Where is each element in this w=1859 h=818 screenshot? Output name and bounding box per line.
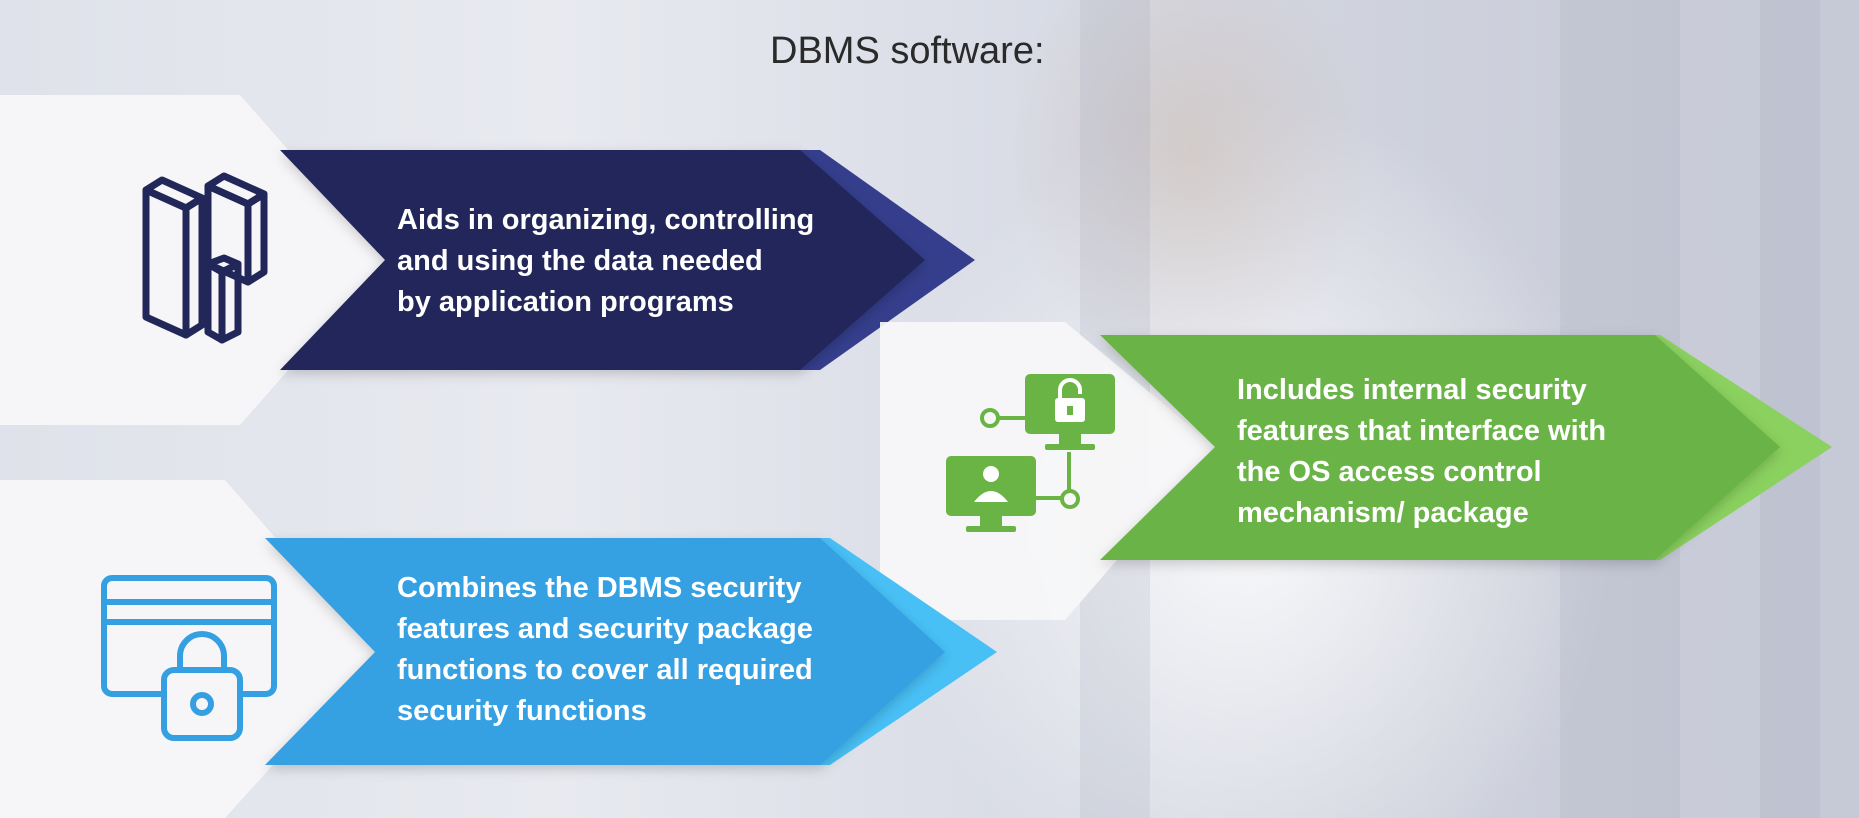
- card-3-banner: [265, 538, 945, 765]
- card-lock-icon: [101, 575, 277, 741]
- card-2-banner: [1100, 335, 1780, 560]
- card-1-banner: [280, 150, 925, 370]
- server-blocks-icon: [142, 172, 268, 344]
- card-3-white-chevron: [0, 480, 375, 818]
- network-computers-lock-icon: [946, 374, 1115, 532]
- card-1-white-chevron: [0, 95, 385, 425]
- card-1-text: Aids in organizing, controlling and usin…: [397, 204, 815, 318]
- card-2-text: Includes internal security features that…: [1237, 374, 1607, 529]
- card-2-white-chevron: [880, 322, 1215, 620]
- card-3-text: Combines the DBMS security features and …: [397, 572, 813, 727]
- page-title: DBMS software:: [770, 30, 1045, 72]
